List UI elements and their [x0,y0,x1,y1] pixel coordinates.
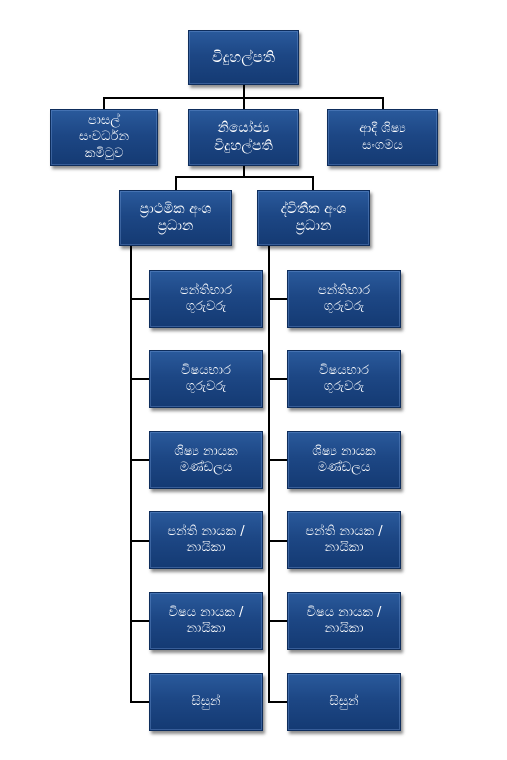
secondary-class-monitors-box: පන්ති නායක / නායිකා [287,511,401,569]
connector-primary-child-2 [130,378,149,380]
connector-to-deputy [243,97,245,109]
connector-deputy-down [243,165,245,177]
connector-principal-down [243,84,245,98]
primary-subject-teachers-box: විෂයභාර ගුරුවරු [149,350,263,408]
connector-to-committee [103,97,105,109]
secondary-students-box: සිසුන් [287,673,401,731]
connector-to-pastpupils [382,97,384,109]
connector-to-secondary [312,176,314,190]
connector-secondary-child-6 [268,701,287,703]
principal-box: විදුහල්පති [188,30,299,85]
connector-primary-child-6 [130,701,149,703]
connector-secondary-child-2 [268,378,287,380]
connector-mid-horizontal [175,176,313,178]
primary-section-head-box: ප්‍රාථමික අංශ ප්‍රධාන [119,190,232,246]
secondary-subject-monitors-box: විෂය නායක / නායිකා [287,592,401,650]
connector-primary-child-3 [130,459,149,461]
connector-primary-child-4 [130,540,149,542]
primary-subject-monitors-box: විෂය නායක / නායිකා [149,592,263,650]
primary-class-monitors-box: පන්ති නායක / නායිකා [149,511,263,569]
connector-secondary-child-5 [268,620,287,622]
primary-class-teachers-box: පන්තිභාර ගුරුවරු [149,270,263,328]
primary-prefects-board-box: ශිෂ්‍ය නායක මණ්ඩලය [149,431,263,489]
connector-primary-child-5 [130,620,149,622]
school-dev-committee-box: පාසල් සංවර්ධන කමිටුව [50,109,158,166]
connector-secondary-spine [268,246,270,703]
connector-secondary-child-3 [268,459,287,461]
secondary-subject-teachers-box: විෂයභාර ගුරුවරු [287,350,401,408]
secondary-section-head-box: ද්විතීක අංශ ප්‍රධාන [257,190,370,246]
deputy-principal-box: නියෝජ්‍ය විදුහල්පති [188,109,299,166]
past-pupils-association-box: ආදී ශිෂ්‍ය සංගමය [327,109,438,166]
connector-primary-child-1 [130,298,149,300]
connector-secondary-child-4 [268,540,287,542]
connector-to-primary [175,176,177,190]
connector-secondary-child-1 [268,298,287,300]
connector-primary-spine [130,246,132,703]
primary-students-box: සිසුන් [149,673,263,731]
secondary-prefects-board-box: ශිෂ්‍ය නායක මණ්ඩලය [287,431,401,489]
secondary-class-teachers-box: පන්තිභාර ගුරුවරු [287,270,401,328]
